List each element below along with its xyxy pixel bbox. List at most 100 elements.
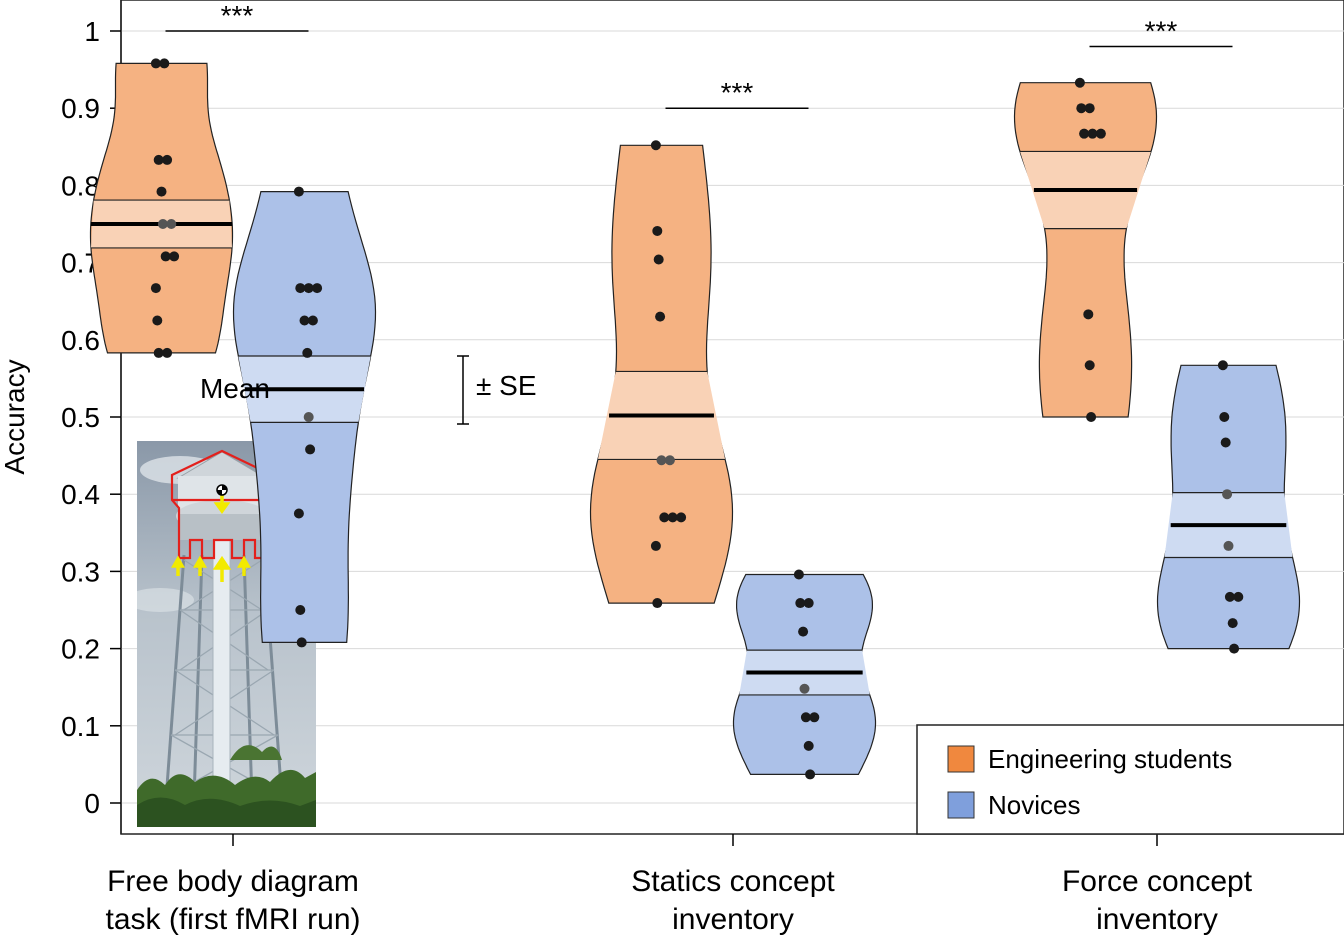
data-point (152, 315, 163, 326)
data-point (1219, 412, 1230, 422)
data-point (652, 225, 663, 236)
data-point (293, 186, 304, 197)
violin-novices-3 (1156, 360, 1301, 654)
data-point (1233, 591, 1244, 602)
data-point (652, 598, 663, 609)
data-point (1084, 360, 1095, 371)
violins (89, 58, 1301, 780)
data-point (1224, 591, 1235, 602)
data-point (803, 598, 814, 609)
data-point (162, 347, 173, 358)
data-point (1083, 309, 1094, 320)
data-point (295, 283, 306, 294)
data-point (1079, 128, 1090, 139)
data-point (150, 58, 161, 69)
y-tick-label: 0.4 (61, 479, 100, 510)
y-tick-label: 0.6 (61, 325, 100, 356)
y-tick-label: 0.9 (61, 93, 100, 124)
y-tick-label: 0.3 (61, 556, 100, 587)
data-point (153, 347, 164, 358)
data-point (302, 347, 313, 358)
data-point (299, 315, 310, 326)
mean-annotation-label: Mean (200, 373, 270, 404)
y-tick-label: 0.2 (61, 634, 100, 665)
data-point (1217, 360, 1228, 371)
data-point (295, 605, 306, 615)
data-point (305, 444, 316, 455)
data-point (1222, 489, 1233, 500)
data-point (150, 283, 161, 294)
mean-se-annotation: Mean ± SE (200, 355, 537, 425)
data-point (1095, 128, 1106, 139)
legend: Engineering students Novices (916, 724, 1344, 835)
y-axis-label: Accuracy (0, 359, 30, 474)
data-point (1220, 437, 1231, 448)
violin-novices-2 (732, 569, 877, 780)
se-annotation-label: ± SE (476, 370, 537, 401)
data-point (653, 254, 664, 265)
y-axis: 00.10.20.30.40.50.60.70.80.91 (61, 0, 122, 834)
violin-engineering-2 (589, 140, 734, 609)
data-point (160, 251, 171, 262)
data-point (166, 219, 177, 229)
data-point (1076, 103, 1087, 114)
y-tick-label: 0 (84, 788, 100, 819)
y-tick-label: 0.1 (61, 711, 100, 742)
data-point (803, 740, 814, 751)
data-point (805, 769, 816, 780)
significance-label: *** (1145, 15, 1178, 46)
data-point (655, 311, 666, 322)
violin-engineering-1 (89, 58, 234, 358)
data-point (793, 569, 804, 580)
data-point (162, 154, 173, 165)
data-point (1223, 540, 1234, 551)
data-point (667, 512, 678, 523)
y-tick-label: 0.8 (61, 170, 100, 201)
data-point (1084, 103, 1095, 114)
data-point (156, 186, 167, 197)
data-point (659, 512, 670, 523)
significance-label: *** (721, 77, 754, 108)
data-point (799, 683, 810, 694)
data-point (1074, 77, 1085, 88)
data-point (153, 154, 164, 165)
y-tick-label: 0.5 (61, 402, 100, 433)
data-point (650, 140, 661, 151)
significance-label: *** (221, 0, 254, 31)
se-bracket (457, 355, 469, 425)
data-point (664, 455, 675, 466)
data-point (650, 540, 661, 551)
data-point (312, 283, 323, 294)
legend-label-engineering: Engineering students (988, 744, 1232, 774)
legend-swatch-engineering (947, 745, 975, 773)
data-point (303, 412, 314, 422)
legend-swatch-novices (947, 791, 975, 819)
data-point (800, 712, 811, 723)
significance-markers: *** *** *** (165, 0, 1233, 109)
data-point (656, 455, 667, 466)
data-point (676, 512, 687, 523)
legend-box (916, 724, 1344, 835)
data-point (293, 508, 304, 519)
data-point (798, 626, 809, 637)
data-point (296, 637, 307, 648)
data-point (809, 712, 820, 723)
data-point (1229, 643, 1240, 654)
data-point (1086, 412, 1097, 422)
data-point (169, 251, 180, 262)
data-point (159, 58, 170, 69)
data-point (795, 598, 806, 609)
data-point (1227, 618, 1238, 629)
y-tick-label: 1 (84, 16, 100, 47)
data-point (303, 283, 314, 294)
data-point (1087, 128, 1098, 139)
data-point (157, 219, 168, 229)
legend-label-novices: Novices (988, 790, 1080, 820)
data-point (307, 315, 318, 326)
violin-engineering-3 (1013, 77, 1158, 422)
